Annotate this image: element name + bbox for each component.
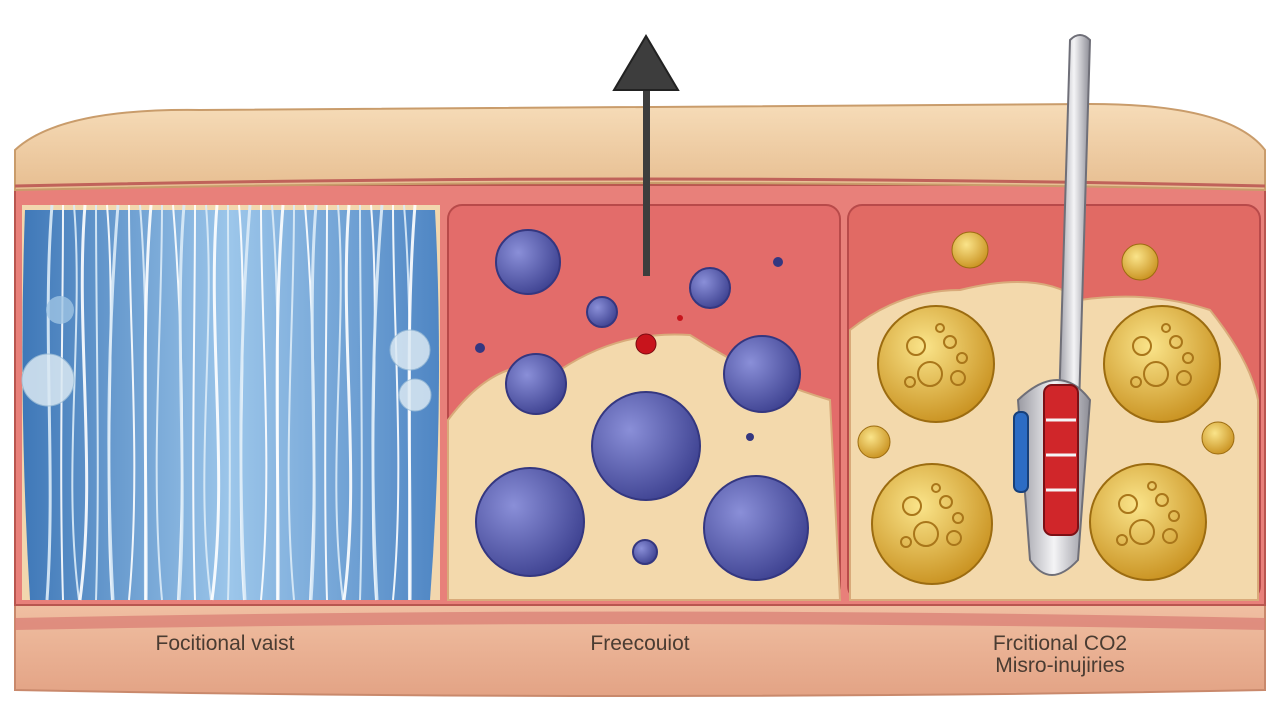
gold-droplet — [1121, 243, 1159, 281]
gold-cell-spot — [946, 530, 962, 546]
gold-cell-spot — [900, 536, 912, 548]
gold-cell-spot — [1129, 519, 1155, 545]
collagen-fiber — [128, 204, 136, 601]
middle-panel-label: Freecouiot — [590, 632, 690, 655]
gold-cell-spot — [956, 352, 968, 364]
collagen-fiber — [260, 204, 268, 601]
collagen-fiber — [359, 204, 363, 601]
collagen-fiber — [210, 204, 221, 601]
small-particle — [746, 433, 754, 441]
small-particle — [773, 257, 783, 267]
gold-cell-spot — [1182, 352, 1194, 364]
gold-cell-spot — [1168, 510, 1180, 522]
left-panel-label: Focitional vaist — [155, 632, 295, 655]
collagen-fiber — [239, 204, 252, 601]
gold-droplet — [951, 231, 989, 269]
right-panel-label-line1: Frcitional CO2 — [992, 632, 1128, 655]
small-particle — [475, 343, 485, 353]
gold-cell-spot — [950, 370, 966, 386]
gold-cell-spot — [1155, 493, 1169, 507]
gold-cell-spot — [1176, 370, 1192, 386]
left-bubble — [398, 378, 432, 412]
gold-droplet — [857, 425, 891, 459]
purple-cell — [632, 539, 658, 565]
gold-cell-spot — [931, 483, 941, 493]
gold-cell-spot — [1130, 376, 1142, 388]
red-particle — [677, 315, 683, 321]
purple-cell — [591, 391, 701, 501]
gold-cell-spot — [952, 512, 964, 524]
gold-cell-texture — [900, 323, 1194, 548]
laser-probe-icon — [1013, 34, 1092, 576]
gold-cell-spot — [1132, 336, 1152, 356]
collagen-fiber — [275, 204, 285, 601]
left-bubble — [46, 296, 74, 324]
left-panel-blue-zone — [22, 210, 440, 600]
purple-cell — [475, 467, 585, 577]
gold-cell-spot — [1162, 528, 1178, 544]
collagen-fiber — [287, 204, 295, 601]
collagen-fiber — [203, 204, 212, 601]
collagen-fiber — [95, 204, 99, 601]
purple-cell — [689, 267, 731, 309]
collagen-fiber — [177, 204, 186, 601]
purple-cell — [505, 353, 567, 415]
collagen-fiber — [371, 204, 384, 601]
gold-cell-spot — [1147, 481, 1157, 491]
gold-cell-spot — [1116, 534, 1128, 546]
gold-cell-spot — [943, 335, 957, 349]
collagen-fiber — [143, 204, 153, 601]
purple-cell — [703, 475, 809, 581]
gold-cell-spot — [935, 323, 945, 333]
purple-cell — [495, 229, 561, 295]
gold-cell-spot — [1143, 361, 1169, 387]
collagen-fiber — [192, 204, 196, 601]
purple-cell — [723, 335, 801, 413]
left-bubble — [21, 353, 75, 407]
gold-cell-spot — [1118, 494, 1138, 514]
gold-cell-spot — [906, 336, 926, 356]
gold-droplet — [1201, 421, 1235, 455]
gold-cell-spot — [939, 495, 953, 509]
gold-cell-spot — [1161, 323, 1171, 333]
collagen-fiber — [309, 204, 318, 601]
collagen-fiber — [71, 204, 80, 601]
left-bubble — [389, 329, 431, 371]
gold-cell-spot — [1169, 335, 1183, 349]
collagen-fiber — [107, 204, 120, 601]
epidermis-layer — [14, 102, 1266, 192]
collagen-fiber — [78, 204, 89, 601]
collagen-fiber — [342, 204, 353, 601]
gold-cell-spot — [902, 496, 922, 516]
gold-cell-spot — [904, 376, 916, 388]
purple-cell — [586, 296, 618, 328]
right-panel-label-line2: Misro-inujiries — [995, 654, 1125, 677]
collagen-fiber — [335, 204, 344, 601]
collagen-fiber — [155, 204, 163, 601]
collagen-fiber — [227, 204, 231, 601]
gold-cell-spot — [917, 361, 943, 387]
gold-cell-spot — [913, 521, 939, 547]
base-layer-stripe — [15, 611, 1265, 630]
up-arrow-icon — [612, 34, 680, 276]
red-particle — [635, 333, 657, 355]
collagen-fiber — [392, 204, 400, 601]
collagen-fiber — [324, 204, 328, 601]
